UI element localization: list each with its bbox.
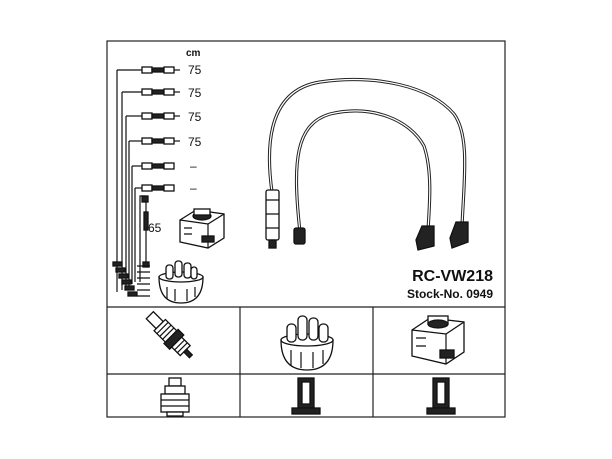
ignition-cables (265, 78, 469, 251)
stock-number: Stock-No. 0949 (407, 287, 493, 301)
lead-schematic: 75 75 75 75 – – (112, 63, 202, 297)
lead-2: 75 (122, 86, 202, 100)
ignition-coil-icon (411, 315, 465, 365)
plug-connector-icon (160, 377, 190, 417)
straight-boot (265, 189, 280, 241)
lead-1: 75 (117, 63, 202, 77)
model-number: RC-VW218 (412, 268, 493, 285)
lead-3-length: 75 (188, 110, 202, 124)
lead-1-length: 75 (188, 63, 202, 77)
distributor-cap-icon (280, 315, 334, 371)
coil-lead: 65 (139, 195, 162, 282)
schematic-distributor-cap-icon (158, 260, 204, 304)
outer-frame (106, 40, 506, 418)
coil-terminal-icon (426, 377, 456, 415)
lead-6: – (135, 181, 197, 195)
lead-4-length: 75 (188, 135, 202, 149)
lead-6-length: – (190, 181, 197, 195)
lead-5: – (132, 159, 197, 173)
angled-boot-1 (415, 225, 435, 251)
cap-terminal-icon (291, 377, 321, 415)
lead-2-length: 75 (188, 86, 202, 100)
coil-lead-length: 65 (148, 221, 162, 235)
lead-3: 75 (126, 110, 202, 124)
lead-4: 75 (129, 135, 202, 149)
unit-header: cm (186, 48, 201, 59)
spark-plug-icon (145, 310, 194, 359)
schematic-coil-icon (179, 208, 225, 249)
round-connector (293, 227, 306, 245)
lead-5-length: – (190, 159, 197, 173)
angled-boot-2 (449, 221, 469, 249)
terminal-stack (112, 261, 150, 297)
